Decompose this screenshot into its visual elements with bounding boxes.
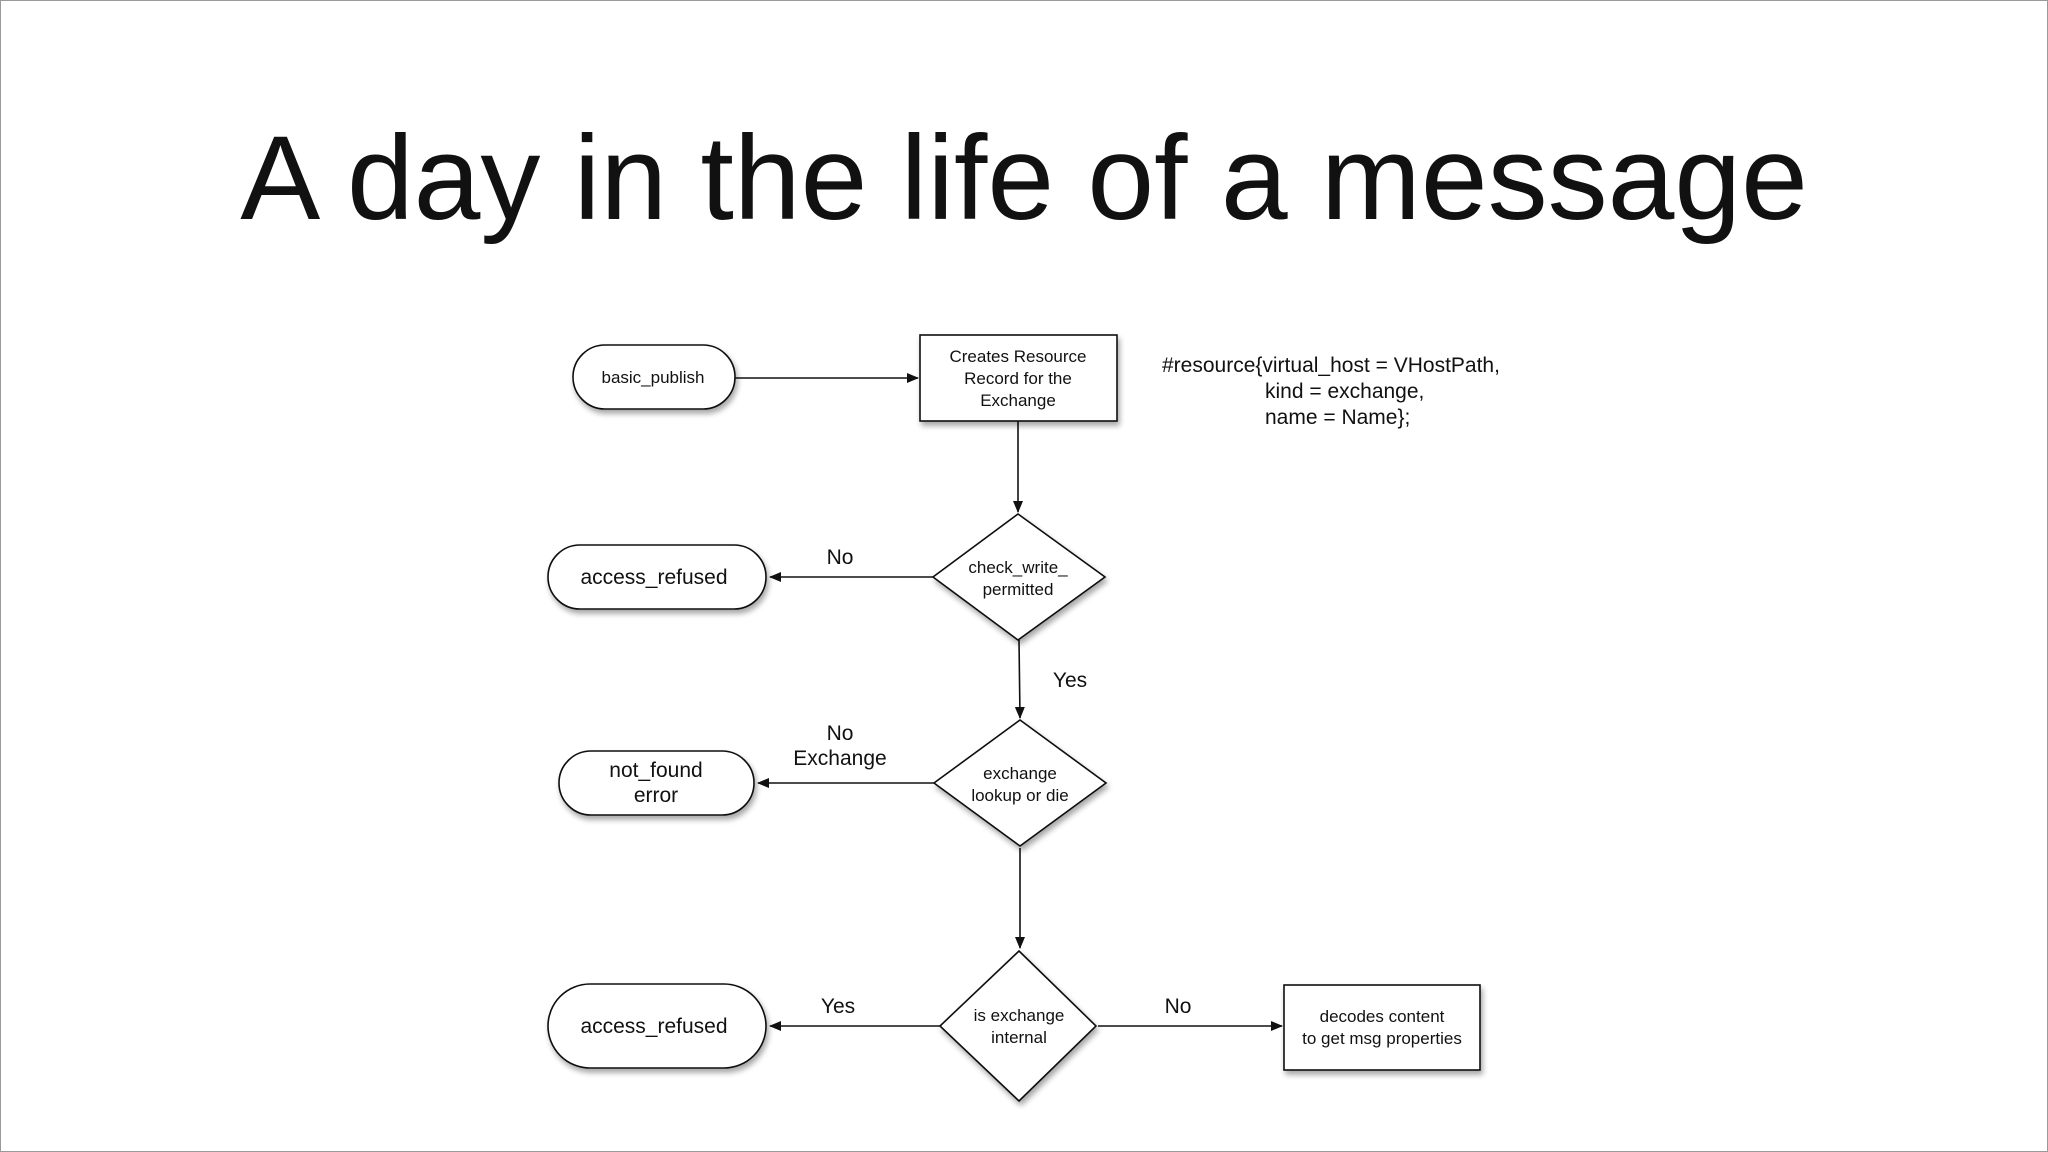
node-create-resource-label-1: Creates Resource: [949, 347, 1086, 366]
node-access-refused-1: [547, 544, 767, 610]
node-is-internal-label-1: is exchange: [974, 1006, 1065, 1025]
node-create-resource: [919, 334, 1118, 422]
resource-note-line-1: #resource{virtual_host = VHostPath,: [1162, 354, 1500, 377]
node-exchange-lookup: [932, 719, 1108, 847]
node-is-internal-label-2: internal: [991, 1028, 1047, 1047]
resource-note-line-2: kind = exchange,: [1265, 380, 1424, 403]
node-decodes: [1283, 984, 1481, 1071]
node-access-refused-2: [547, 983, 767, 1069]
edge-check-to-lookup: [1014, 639, 1025, 719]
node-check-write-label-1: check_write_: [968, 558, 1068, 577]
node-not-found-label-2: error: [634, 784, 678, 807]
edge-label-yes-1: Yes: [1053, 669, 1087, 692]
edge-label-no-exchange-1: No: [827, 722, 854, 745]
node-exchange-lookup-label-2: lookup or die: [971, 786, 1068, 805]
node-not-found: [558, 750, 755, 816]
slide-title: A day in the life of a message: [240, 111, 1808, 245]
node-exchange-lookup-label-1: exchange: [983, 764, 1057, 783]
edge-label-no-2: No: [1165, 995, 1192, 1018]
node-create-resource-label-2: Record for the: [964, 369, 1072, 388]
edge-label-no-exchange-2: Exchange: [793, 747, 886, 770]
node-check-write-label-2: permitted: [983, 580, 1054, 599]
node-not-found-label-1: not_found: [609, 759, 702, 782]
edge-label-yes-2: Yes: [821, 995, 855, 1018]
node-basic-publish: [572, 344, 736, 410]
resource-note-line-3: name = Name};: [1265, 406, 1410, 429]
node-decodes-label-2: to get msg properties: [1302, 1029, 1462, 1048]
node-create-resource-label-3: Exchange: [980, 391, 1056, 410]
node-basic-publish-label: basic_publish: [601, 368, 704, 387]
edges: [735, 373, 1283, 1031]
node-check-write: [931, 513, 1107, 641]
node-access-refused-2-label: access_refused: [580, 1015, 727, 1038]
node-is-internal: [938, 949, 1098, 1103]
node-access-refused-1-label: access_refused: [580, 566, 727, 589]
node-decodes-label-1: decodes content: [1320, 1007, 1445, 1026]
edge-label-no-1: No: [827, 546, 854, 569]
